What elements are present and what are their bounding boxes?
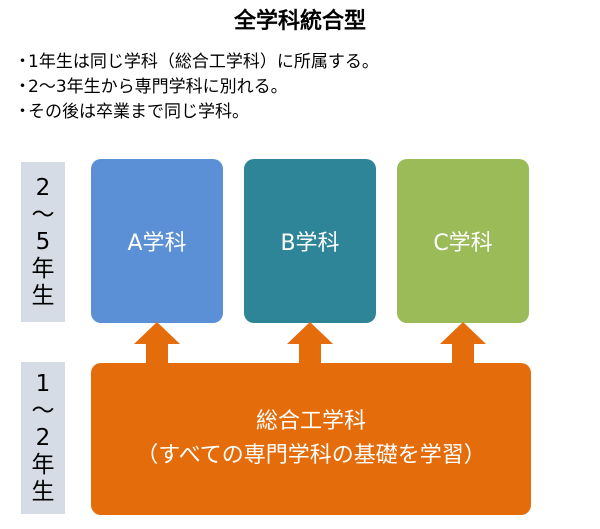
up-arrow-icon [287,322,333,366]
arrow-shape [440,322,486,366]
bullet-text: 1年生は同じ学科（総合工学科）に所属する。 [28,52,379,72]
year-label-char: 2 [35,424,51,451]
up-arrow-icon [440,322,486,366]
common-department-description: （すべての専門学科の基礎を学習） [136,443,486,468]
department-label: B学科 [280,231,340,256]
year-label-char: 5 [35,228,51,255]
year-label-char: 生 [31,478,55,505]
bullet-text: 2～3年生から専門学科に別れる。 [28,77,288,97]
year-label-char: ～ [31,201,55,228]
common-department-name: 総合工学科 [255,409,366,434]
bullet-list: ・1年生は同じ学科（総合工学科）に所属する。 ・2～3年生から専門学科に別れる。… [14,50,379,125]
bullet-item: ・その後は卒業まで同じ学科。 [14,100,379,125]
year-label-char: ～ [31,397,55,424]
up-arrow-icon [134,322,180,366]
bullet-mark: ・ [14,102,31,122]
year-label-char: 2 [35,174,51,201]
diagram-title: 全学科統合型 [233,9,366,34]
year-label-char: 年 [31,255,55,282]
bullet-item: ・2～3年生から専門学科に別れる。 [14,75,379,100]
department-label: A学科 [127,231,187,256]
department-box-a: A学科 [91,159,223,323]
bullet-mark: ・ [14,52,31,72]
year-label-char: 年 [31,451,55,478]
department-box-c: C学科 [397,159,529,323]
year-label-char: 1 [35,370,51,397]
year-label-lower: 1 ～ 2 年 生 [21,362,65,514]
department-box-b: B学科 [244,159,376,323]
common-department-box: 総合工学科 （すべての専門学科の基礎を学習） [91,363,531,515]
department-label: C学科 [433,231,493,256]
bullet-text: その後は卒業まで同じ学科。 [28,102,249,122]
year-label-upper: 2 ～ 5 年 生 [21,162,65,322]
arrow-shape [134,322,180,366]
arrow-shape [287,322,333,366]
bullet-item: ・1年生は同じ学科（総合工学科）に所属する。 [14,50,379,75]
bullet-mark: ・ [14,77,31,97]
year-label-char: 生 [31,282,55,309]
